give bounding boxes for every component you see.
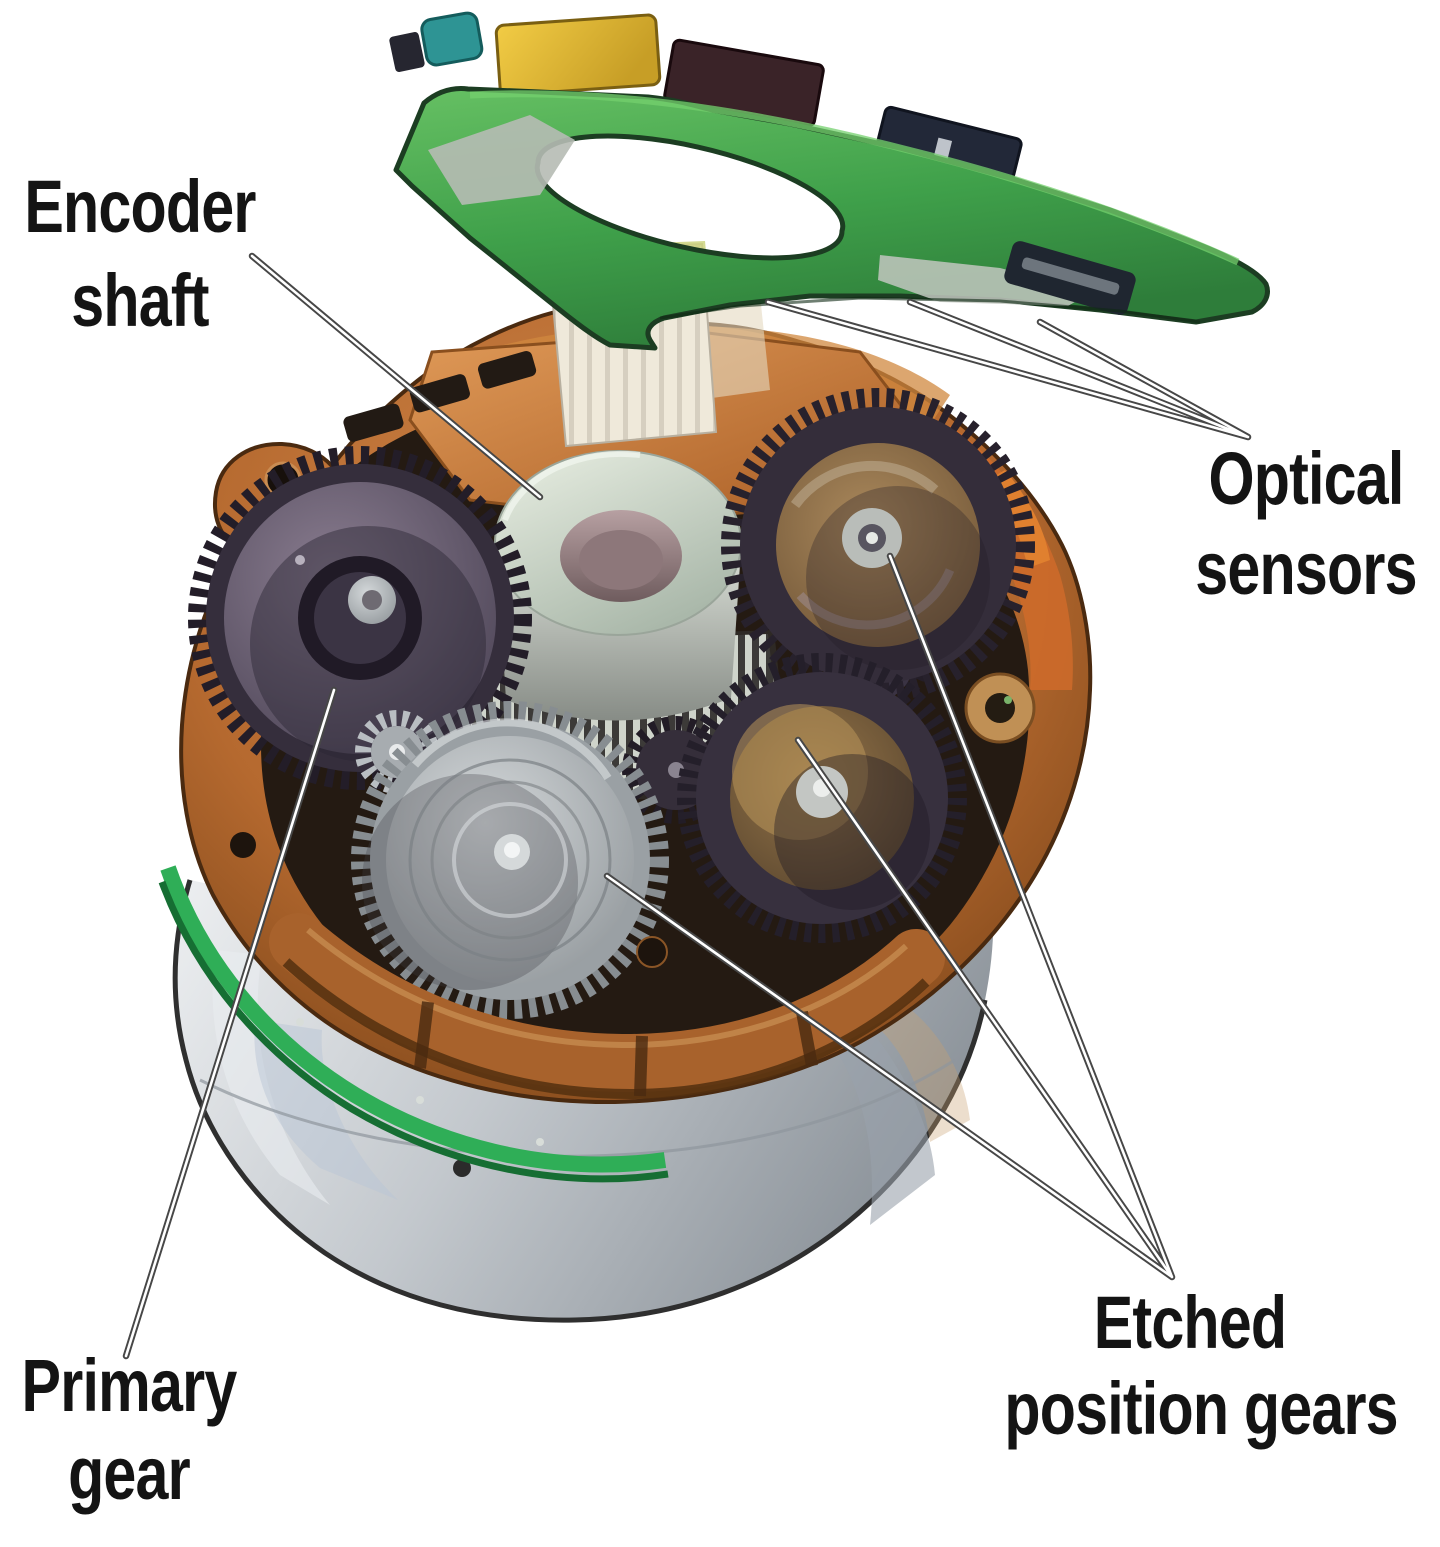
- pcb-component-yellow: [494, 13, 662, 97]
- drum-rivet: [453, 1159, 471, 1177]
- etched-gear-right-middle-teeth: [677, 653, 967, 943]
- housing-hole-small: [230, 832, 256, 858]
- pcb-grey-patch-left: [428, 115, 575, 205]
- etched-gear-top-right-teeth: [721, 388, 1035, 702]
- etched-gear-right-middle: [677, 653, 967, 943]
- bottom-gear-teeth: [351, 701, 669, 1019]
- optical-sensor-pcb: [389, 11, 1270, 351]
- callout-primary-gear-line2: gear: [68, 1432, 191, 1515]
- callout-primary-gear-line1: Primary: [21, 1344, 238, 1427]
- etched-gear-top-right: [721, 388, 1035, 702]
- leader-lines-optical-sensors: [764, 298, 1252, 441]
- callout-optical-sensors: Optical sensors: [1178, 434, 1434, 614]
- rim-bolt-hole: [636, 936, 668, 968]
- leader-lines: [122, 252, 1252, 1360]
- callout-etched-position-gears-line1: Etched: [1093, 1281, 1287, 1364]
- pcb-sensor-slot: [1004, 241, 1136, 315]
- housing-front-rim: [269, 913, 945, 1100]
- primary-gear-part: [188, 446, 532, 790]
- callout-encoder-shaft-line2: shaft: [71, 259, 209, 342]
- callout-etched-position-gears-line2: position gears: [1004, 1367, 1398, 1450]
- callout-encoder-shaft: Encoder shaft: [20, 160, 260, 348]
- callout-optical-sensors-line2: sensors: [1195, 527, 1417, 610]
- position-gear-bottom-center: [351, 701, 669, 1019]
- callout-encoder-shaft-line1: Encoder: [24, 165, 256, 248]
- leader-lines-etched-position-gears: [603, 552, 1176, 1281]
- pcb-component-small-dark: [389, 32, 425, 72]
- callout-primary-gear: Primary gear: [15, 1342, 244, 1518]
- leader-line-encoder-shaft: [248, 252, 544, 501]
- pcb-component-teal: [420, 11, 484, 67]
- callout-optical-sensors-line1: Optical: [1208, 437, 1404, 520]
- callout-etched-position-gears: Etched position gears: [1004, 1280, 1398, 1452]
- leader-line-primary-gear: [122, 686, 338, 1360]
- green-pcb-ring: [158, 865, 669, 1183]
- primary-gear-teeth: [188, 446, 532, 790]
- pcb-grey-patch-right: [878, 255, 1092, 306]
